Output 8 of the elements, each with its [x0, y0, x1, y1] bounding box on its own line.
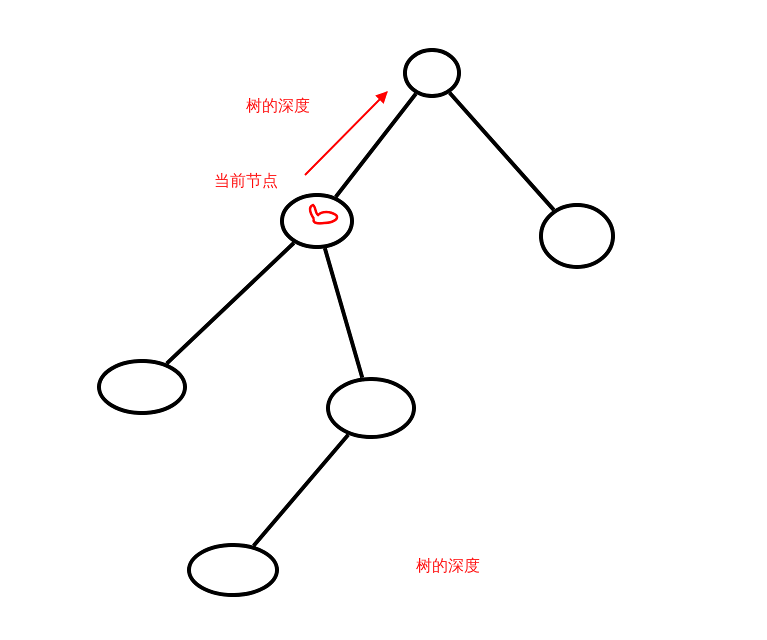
tree-edge [165, 241, 296, 366]
tree-edge [334, 92, 418, 198]
tree-edge [322, 248, 364, 378]
tree-edge [252, 433, 350, 548]
node-caption: 当前节点 [214, 171, 278, 192]
depth-label: 树的深度 [416, 556, 480, 577]
tree-edge [448, 92, 556, 212]
depth-label: 树的深度 [246, 96, 310, 117]
